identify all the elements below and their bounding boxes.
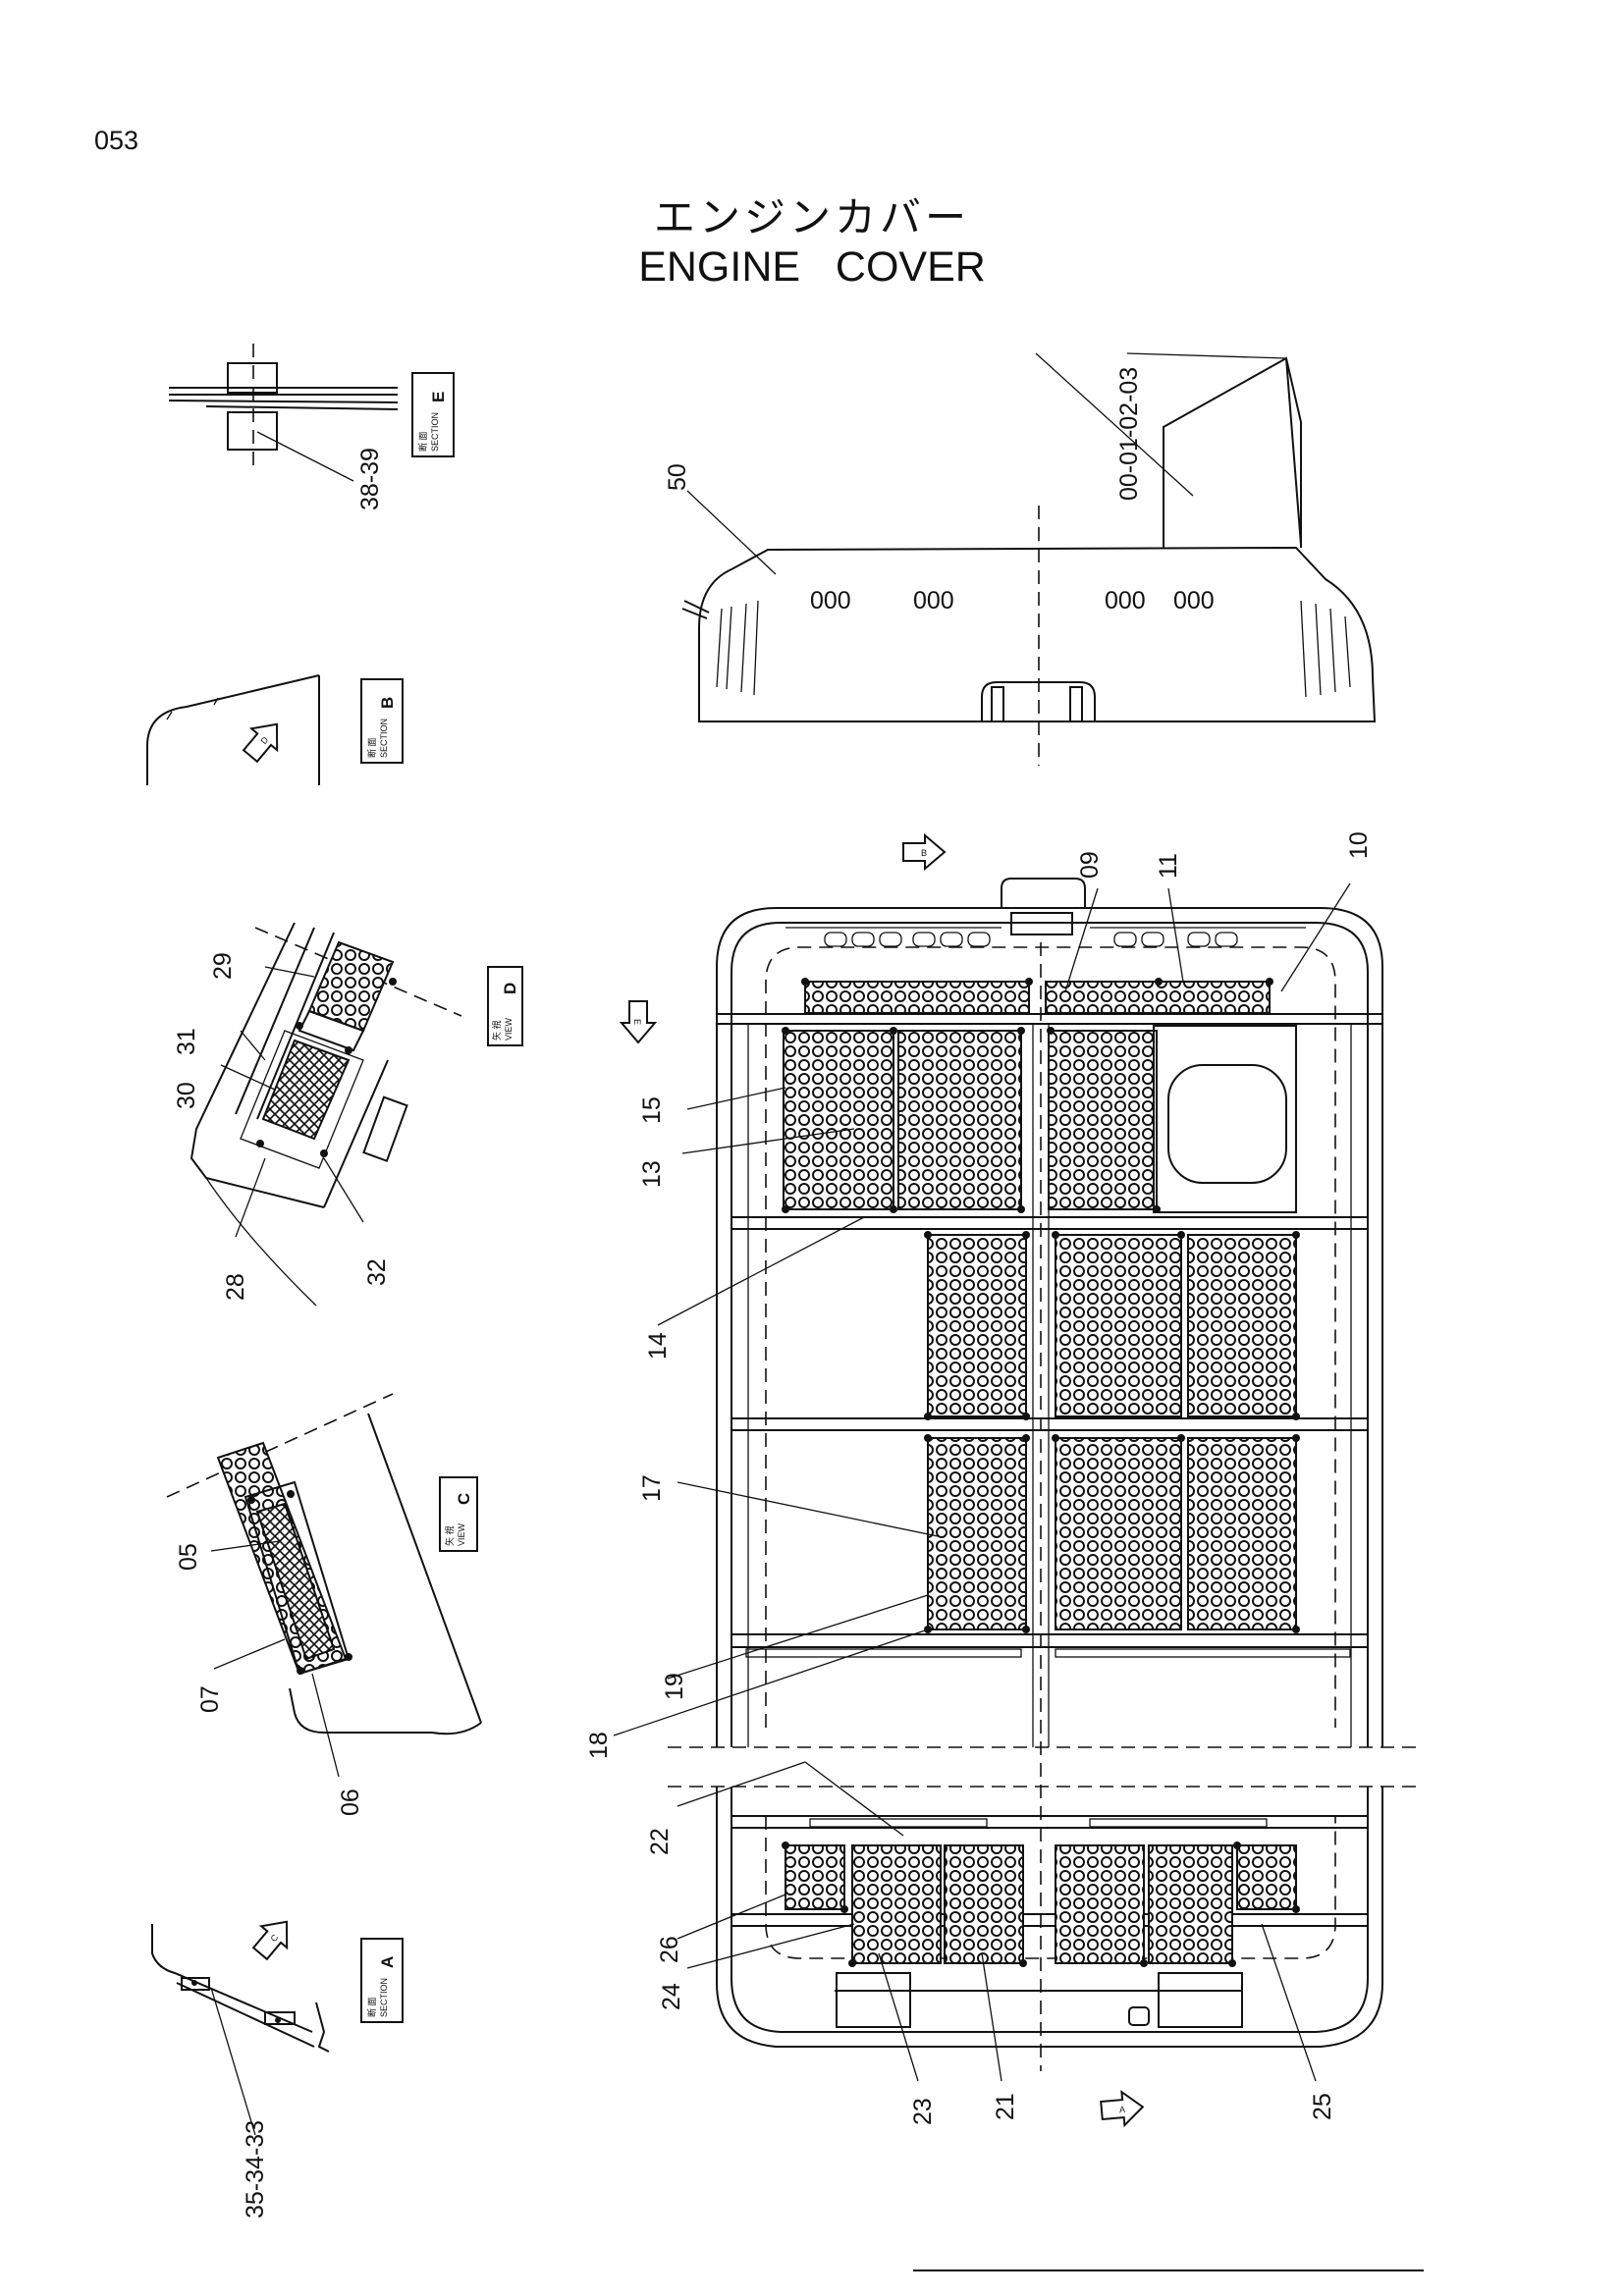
svg-text:E: E — [429, 392, 448, 402]
view-tag-view-c: C 矢 視 VIEW — [439, 1476, 478, 1552]
callout-label: 21 — [992, 2093, 1019, 2120]
svg-text:SECTION: SECTION — [379, 719, 389, 758]
svg-text:SECTION: SECTION — [430, 412, 440, 452]
callout-label: 50 — [664, 463, 691, 491]
arrow-c-icon: C — [251, 1920, 289, 1961]
section-e-detail — [168, 344, 399, 482]
callout-label: 22 — [646, 1828, 674, 1855]
callout-label: 14 — [644, 1332, 672, 1360]
page-title-japanese: エンジンカバー — [653, 193, 970, 241]
svg-text:D: D — [501, 983, 519, 994]
callout-label: 26 — [656, 1936, 683, 1963]
engine-cover-side-view: 000 000 000 000 — [681, 352, 1377, 766]
svg-text:A: A — [378, 1956, 397, 1968]
direction-arrows: B E D C A — [242, 722, 1145, 2128]
footer-rule — [913, 2269, 1424, 2271]
svg-text:SECTION: SECTION — [379, 1978, 389, 2017]
callout-label: 19 — [661, 1673, 688, 1700]
svg-text:断 面: 断 面 — [366, 1997, 377, 2017]
callout-label: 35-34-33 — [242, 2120, 269, 2218]
vent-marking: 000 — [810, 587, 851, 614]
view-tag-section-e: E 断 面 SECTION — [411, 372, 455, 457]
callout-labels: 38-39 00-01-02-03 50 29 31 30 28 32 09 1… — [173, 367, 1373, 2218]
svg-text:E: E — [632, 1019, 642, 1025]
svg-text:断 面: 断 面 — [366, 737, 377, 758]
callout-label: 10 — [1345, 831, 1373, 859]
svg-text:C: C — [455, 1493, 473, 1505]
callout-label: 32 — [363, 1258, 391, 1286]
vent-marking: 000 — [1105, 587, 1146, 614]
svg-text:矢 視: 矢 視 — [444, 1525, 455, 1546]
callout-label: 18 — [585, 1732, 613, 1759]
callout-label: 28 — [222, 1273, 249, 1301]
view-tag-section-b: B 断 面 SECTION — [360, 678, 404, 764]
arrow-e-icon: E — [619, 1000, 658, 1044]
vent-marking: 000 — [913, 587, 954, 614]
svg-text:A: A — [1119, 2105, 1126, 2114]
svg-text:B: B — [378, 697, 397, 709]
callout-label: 29 — [209, 952, 237, 980]
callout-label: 30 — [173, 1082, 200, 1109]
svg-text:B: B — [921, 848, 927, 858]
section-b-detail — [146, 674, 320, 785]
callout-label: 17 — [638, 1474, 666, 1502]
engine-cover-plan-view — [613, 878, 1419, 2082]
svg-text:D: D — [259, 734, 271, 746]
arrow-a-icon: A — [1100, 2090, 1145, 2128]
leader-lines-left — [210, 966, 364, 2136]
callout-label: 24 — [658, 1983, 685, 2010]
svg-text:VIEW: VIEW — [504, 1017, 514, 1041]
callout-label: 09 — [1076, 851, 1104, 879]
callout-label: 05 — [175, 1543, 202, 1571]
page-title-english: ENGINE COVER — [638, 243, 986, 291]
arrow-b-icon: B — [902, 832, 947, 872]
callout-label: 38-39 — [356, 448, 384, 510]
callout-label: 23 — [909, 2098, 937, 2125]
svg-text:C: C — [269, 1932, 281, 1944]
callout-label: 00-01-02-03 — [1115, 367, 1143, 501]
view-tag-view-d: D 矢 視 VIEW — [487, 966, 523, 1046]
callout-label: 31 — [173, 1028, 200, 1055]
callout-label: 07 — [196, 1685, 224, 1713]
vent-marking: 000 — [1173, 587, 1215, 614]
arrow-d-icon: D — [242, 722, 279, 764]
callout-label: 06 — [337, 1789, 364, 1816]
view-tag-section-a: A 断 面 SECTION — [360, 1938, 404, 2023]
svg-text:矢 視: 矢 視 — [491, 1020, 502, 1041]
callout-label: 11 — [1155, 853, 1182, 879]
page-number: 053 — [94, 126, 139, 155]
svg-text:VIEW: VIEW — [457, 1522, 466, 1546]
callout-label: 15 — [638, 1096, 666, 1124]
view-c-detail — [166, 1393, 482, 1735]
callout-label: 25 — [1309, 2093, 1336, 2120]
svg-text:断 面: 断 面 — [417, 431, 428, 452]
callout-label: 13 — [638, 1160, 666, 1188]
section-a-detail — [151, 1924, 330, 2053]
